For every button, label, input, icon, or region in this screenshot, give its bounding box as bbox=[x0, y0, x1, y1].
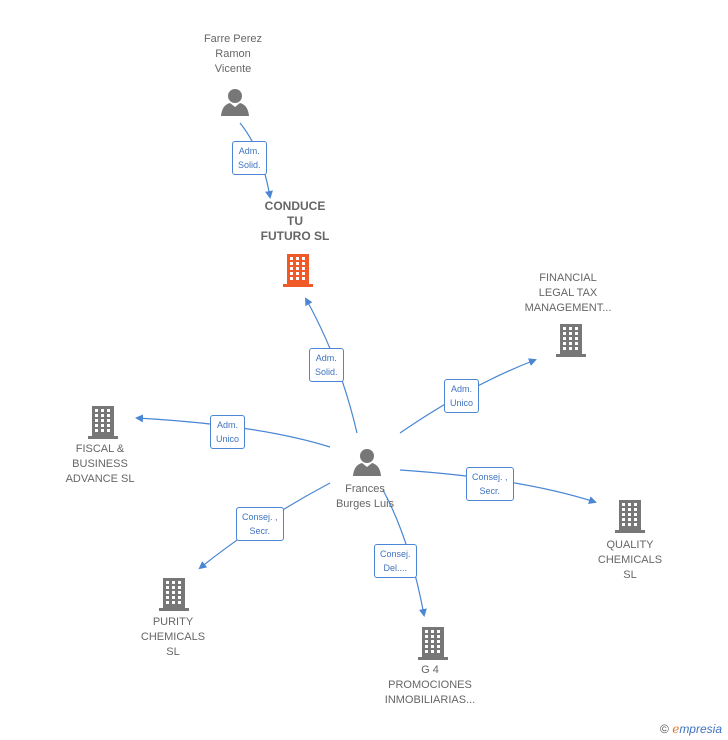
node-label-fiscal[interactable]: FISCAL & BUSINESS ADVANCE SL bbox=[65, 443, 135, 485]
node-label-financial[interactable]: FINANCIAL LEGAL TAX MANAGEMENT... bbox=[524, 272, 612, 314]
person-icon[interactable] bbox=[353, 449, 381, 476]
edge-label-frances-quality: Consej. , Secr. bbox=[466, 467, 514, 501]
node-label-farre[interactable]: Farre Perez Ramon Vicente bbox=[203, 33, 263, 75]
building-icon-quality[interactable] bbox=[614, 498, 646, 533]
node-label-frances[interactable]: Frances Burges Luis bbox=[335, 483, 395, 510]
node-label-purity[interactable]: PURITY CHEMICALS SL bbox=[140, 616, 206, 658]
edge-frances-fiscal bbox=[135, 414, 331, 448]
copyright-icon: © bbox=[660, 722, 669, 736]
person-icon[interactable] bbox=[221, 89, 249, 116]
brand-logo-text: mpresia bbox=[679, 722, 722, 736]
node-label-quality[interactable]: QUALITY CHEMICALS SL bbox=[597, 539, 663, 581]
building-icon-purity[interactable] bbox=[158, 576, 190, 611]
building-icon-g4[interactable] bbox=[417, 625, 449, 660]
building-icon-conduce[interactable] bbox=[282, 252, 314, 287]
edge-label-frances-purity: Consej. , Secr. bbox=[236, 507, 284, 541]
footer-brand: © empresia bbox=[660, 722, 722, 736]
edge-label-frances-financial: Adm. Unico bbox=[444, 379, 480, 413]
building-icon-financial[interactable] bbox=[555, 322, 587, 357]
node-label-g4[interactable]: G 4 PROMOCIONES INMOBILIARIAS... bbox=[384, 664, 476, 706]
edge-label-frances-g4: Consej. Del.... bbox=[374, 544, 417, 578]
node-label-conduce[interactable]: CONDUCE TU FUTURO SL bbox=[260, 199, 330, 243]
edge-label-farre-conduce: Adm. Solid. bbox=[232, 141, 267, 175]
edge-label-frances-fiscal: Adm. Unico bbox=[210, 415, 246, 449]
building-icon-fiscal[interactable] bbox=[87, 404, 119, 439]
brand-logo-e: e bbox=[672, 722, 680, 736]
edge-label-frances-conduce: Adm. Solid. bbox=[309, 348, 344, 382]
